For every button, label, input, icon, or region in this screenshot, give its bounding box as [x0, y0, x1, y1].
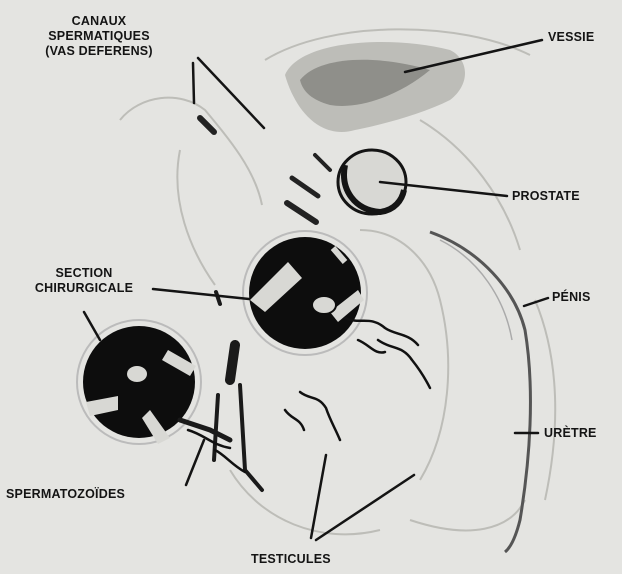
prostate — [338, 150, 406, 214]
label-urethra: URÈTRE — [544, 426, 597, 441]
label-surgical-section: SECTION CHIRURGICALE — [20, 266, 148, 296]
label-line: CHIRURGICALE — [20, 281, 148, 296]
label-line: SECTION — [20, 266, 148, 281]
penis — [430, 232, 530, 552]
label-testicles: TESTICULES — [251, 552, 331, 567]
label-line: SPERMATIQUES — [10, 29, 188, 44]
label-line: (VAS DEFERENS) — [10, 44, 188, 59]
label-penis: PÉNIS — [552, 290, 591, 305]
upper-section-circle — [243, 231, 367, 355]
label-sperm: SPERMATOZOÏDES — [6, 487, 125, 502]
label-prostate: PROSTATE — [512, 189, 580, 204]
left-section-circle — [77, 320, 201, 444]
label-vas-deferens: CANAUX SPERMATIQUES (VAS DEFERENS) — [10, 14, 188, 59]
label-line: CANAUX — [10, 14, 188, 29]
vas-deferens-tubes — [200, 118, 330, 222]
label-bladder: VESSIE — [548, 30, 594, 45]
